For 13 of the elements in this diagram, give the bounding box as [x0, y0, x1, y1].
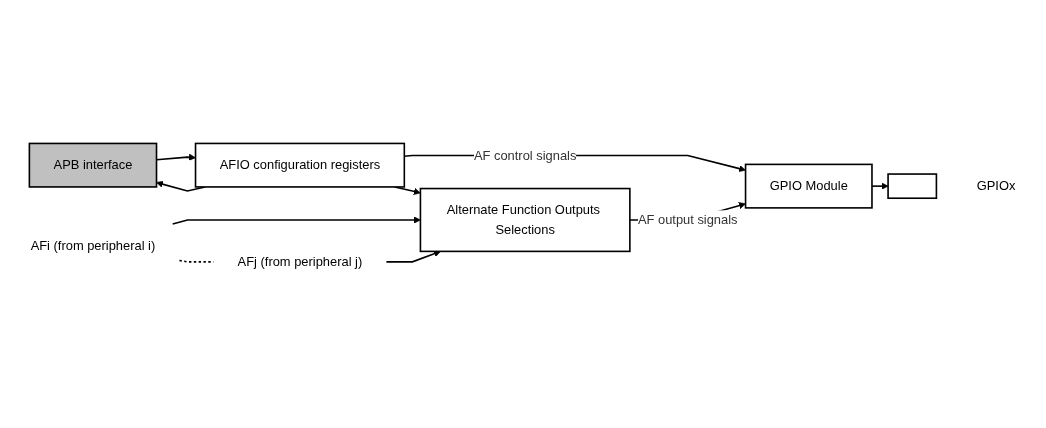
edge-label: AF output signals [637, 213, 738, 227]
arrow [385, 250, 441, 264]
node-box: AFIO configuration registers [194, 143, 406, 189]
arrow [171, 216, 421, 226]
arrow [871, 183, 889, 191]
node-box: APB interface [28, 143, 158, 189]
node-box [887, 173, 938, 200]
node-text: AFi (from peripheral i) [30, 238, 156, 253]
node-box: Alternate Function Outputs Selections [419, 188, 631, 253]
edge-label: AF control signals [473, 148, 577, 163]
node-box: GPIO Module [744, 164, 873, 210]
node-label: GPIOx [976, 179, 1016, 194]
node-text: AFj (from peripheral j) [237, 255, 363, 269]
